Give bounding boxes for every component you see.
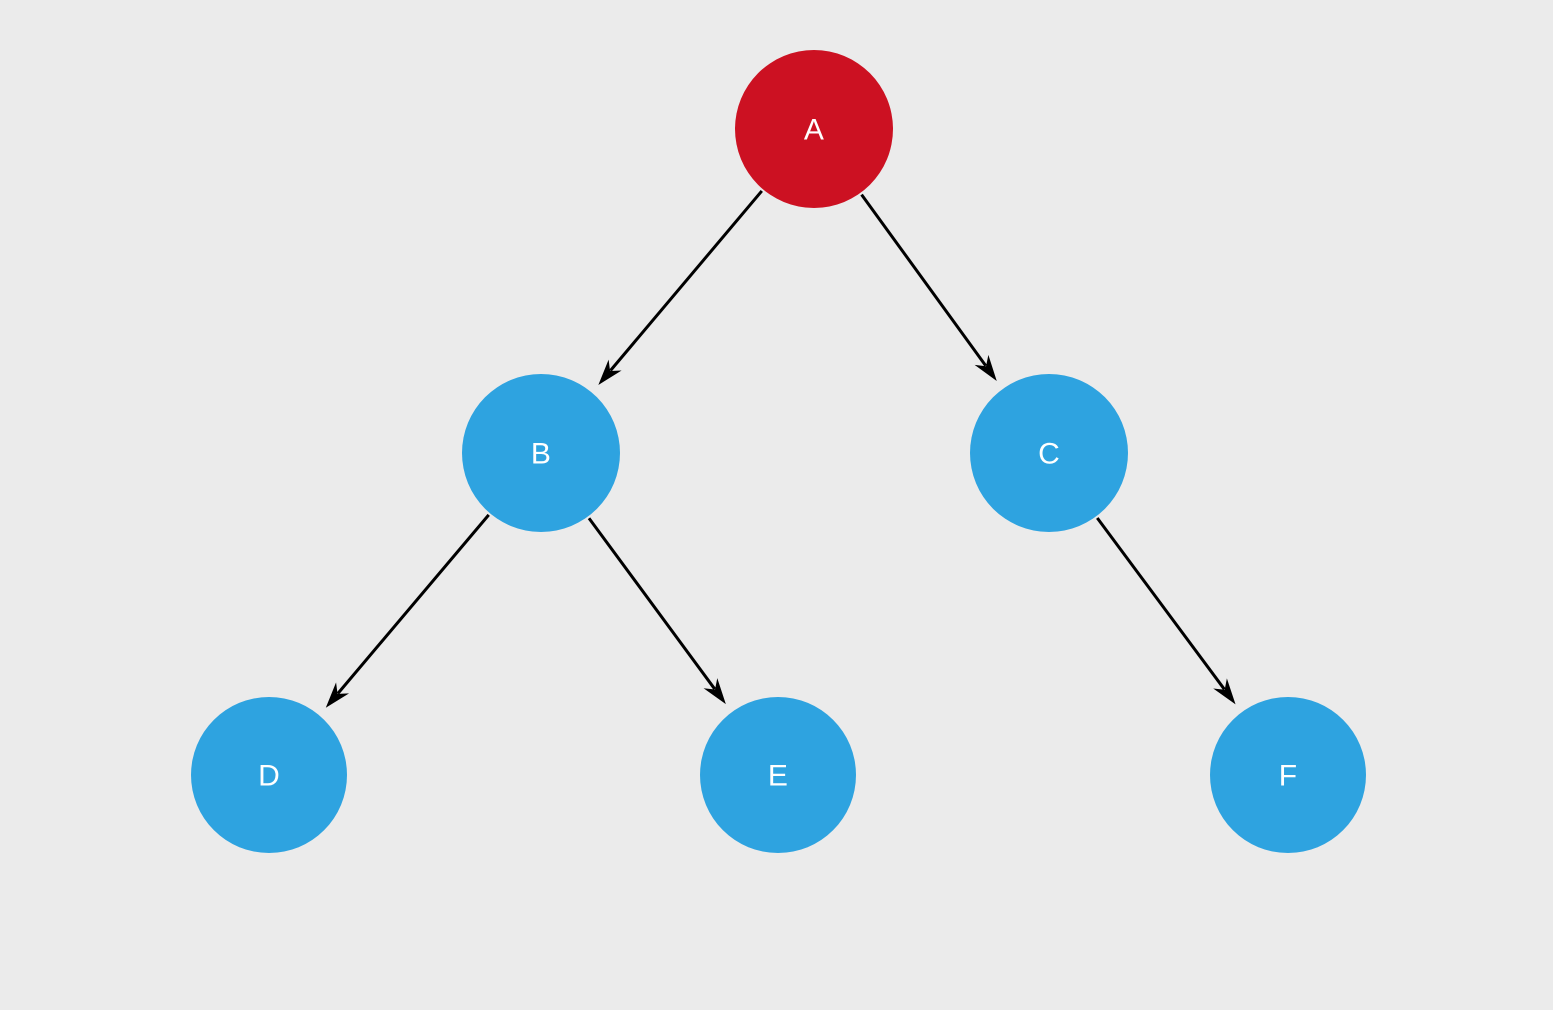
graph-node-c[interactable]: C (970, 374, 1128, 532)
graph-node-a[interactable]: A (735, 50, 893, 208)
edge-line-a-c (860, 193, 987, 367)
arrowhead-icon-a-b (598, 359, 622, 385)
graph-node-e[interactable]: E (700, 697, 856, 853)
edge-line-a-b (609, 189, 763, 372)
node-label-e: E (768, 760, 788, 793)
node-circle-c[interactable] (970, 374, 1128, 532)
nodes-layer: A B C D E F (191, 50, 1366, 853)
node-label-b: B (531, 438, 551, 471)
node-circle-f[interactable] (1210, 697, 1366, 853)
arrowhead-icon-c-f (1213, 678, 1236, 705)
graph-node-b[interactable]: B (462, 374, 620, 532)
edge-line-b-e (587, 517, 716, 690)
edges-layer (325, 189, 1236, 708)
node-label-a: A (804, 114, 824, 147)
node-circle-a[interactable] (735, 50, 893, 208)
graph-node-f[interactable]: F (1210, 697, 1366, 853)
node-circle-b[interactable] (462, 374, 620, 532)
graph-node-d[interactable]: D (191, 697, 347, 853)
edge-line-b-d (336, 513, 490, 695)
node-label-c: C (1038, 438, 1060, 471)
node-circle-d[interactable] (191, 697, 347, 853)
node-label-f: F (1279, 760, 1298, 793)
edge-line-c-f (1096, 517, 1226, 691)
node-label-d: D (258, 760, 280, 793)
arrowhead-icon-b-e (703, 678, 726, 705)
node-circle-e[interactable] (700, 697, 856, 853)
arrowhead-icon-b-d (325, 682, 350, 708)
arrowhead-icon-a-c (974, 354, 997, 381)
